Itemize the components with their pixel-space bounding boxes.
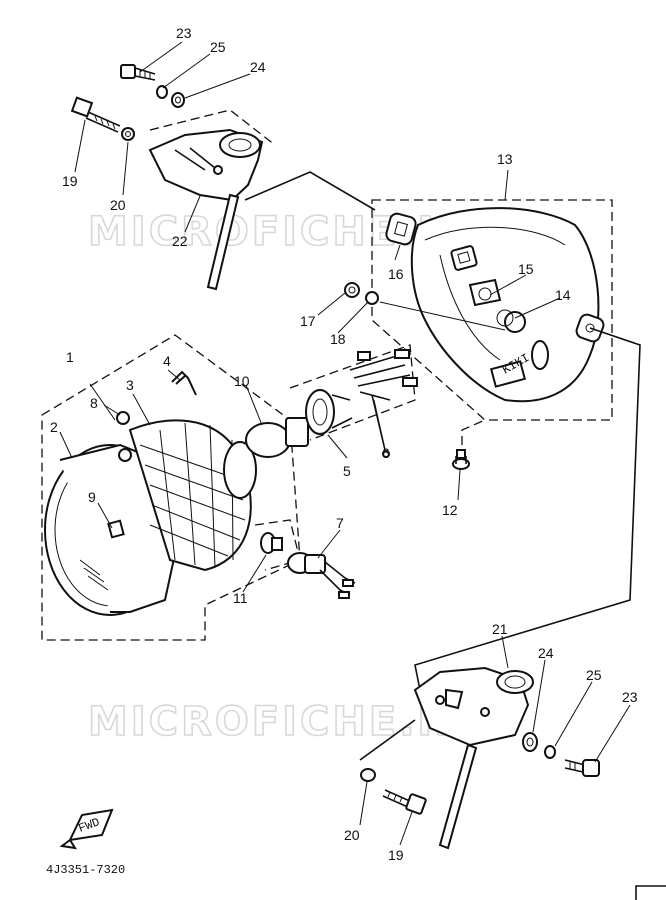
callout-24-upper: 24 <box>250 59 266 75</box>
callout-25-lower: 25 <box>586 667 602 683</box>
callout-22: 22 <box>172 233 188 249</box>
connection-line-lower <box>414 327 641 691</box>
bulb-socket-5 <box>305 389 353 435</box>
callout-1: 1 <box>66 349 74 365</box>
callout-8: 8 <box>90 395 98 411</box>
lower-bracket-21 <box>413 666 534 850</box>
washer-24-lower <box>522 732 538 752</box>
callout-15: 15 <box>518 261 534 277</box>
callout-labels: 23 25 24 19 20 22 13 16 15 14 17 18 1 4 … <box>50 25 638 863</box>
bulb-10 <box>245 417 309 458</box>
bolt-19-lower <box>382 789 427 815</box>
nut-17 <box>344 282 360 298</box>
callout-16: 16 <box>388 266 404 282</box>
callout-12: 12 <box>442 502 458 518</box>
washer-25-lower <box>544 745 556 759</box>
callout-23-upper: 23 <box>176 25 192 41</box>
callout-13: 13 <box>497 151 513 167</box>
callout-24-lower: 24 <box>538 645 554 661</box>
callout-14: 14 <box>555 287 571 303</box>
fwd-arrow-icon: FWD <box>59 808 114 850</box>
bolt-19-upper <box>70 96 121 133</box>
callout-9: 9 <box>88 489 96 505</box>
grommet-16 <box>385 212 417 246</box>
callout-11: 11 <box>233 590 248 606</box>
callout-3: 3 <box>126 377 134 393</box>
lens-unit-3 <box>128 419 257 572</box>
upper-bracket-22 <box>148 128 264 291</box>
callout-18: 18 <box>330 331 346 347</box>
callout-2: 2 <box>50 419 58 435</box>
unit-group-outline <box>41 334 301 641</box>
callout-17: 17 <box>300 313 316 329</box>
screw-12 <box>452 449 470 470</box>
callout-20-lower: 20 <box>344 827 360 843</box>
washer-18 <box>365 291 379 305</box>
callout-6: 6 <box>382 445 390 461</box>
bolt-23-upper <box>120 64 156 81</box>
callout-7: 7 <box>336 515 344 531</box>
callout-25-upper: 25 <box>210 39 226 55</box>
callout-19-upper: 19 <box>62 173 78 189</box>
callout-4: 4 <box>163 353 171 369</box>
callout-19-lower: 19 <box>388 847 404 863</box>
washer-20-upper <box>121 127 135 141</box>
leader-lines <box>59 41 631 846</box>
socket-cord-7 <box>287 552 356 599</box>
position-bulb-11 <box>260 532 283 554</box>
washer-24-upper <box>171 92 185 108</box>
bolt-23-lower <box>564 759 600 777</box>
callout-21: 21 <box>492 621 508 637</box>
callout-10: 10 <box>234 373 250 389</box>
corner-mark <box>635 885 666 900</box>
diagram-code: 4J3351-7320 <box>46 863 125 877</box>
callout-5: 5 <box>343 463 351 479</box>
callout-23-lower: 23 <box>622 689 638 705</box>
spring-4 <box>171 370 197 396</box>
headlight-case-13: KIKI <box>410 207 600 403</box>
washer-20-lower <box>360 768 376 782</box>
callout-20-upper: 20 <box>110 197 126 213</box>
washer-25-upper <box>156 85 168 99</box>
fwd-label: FWD <box>77 815 102 836</box>
